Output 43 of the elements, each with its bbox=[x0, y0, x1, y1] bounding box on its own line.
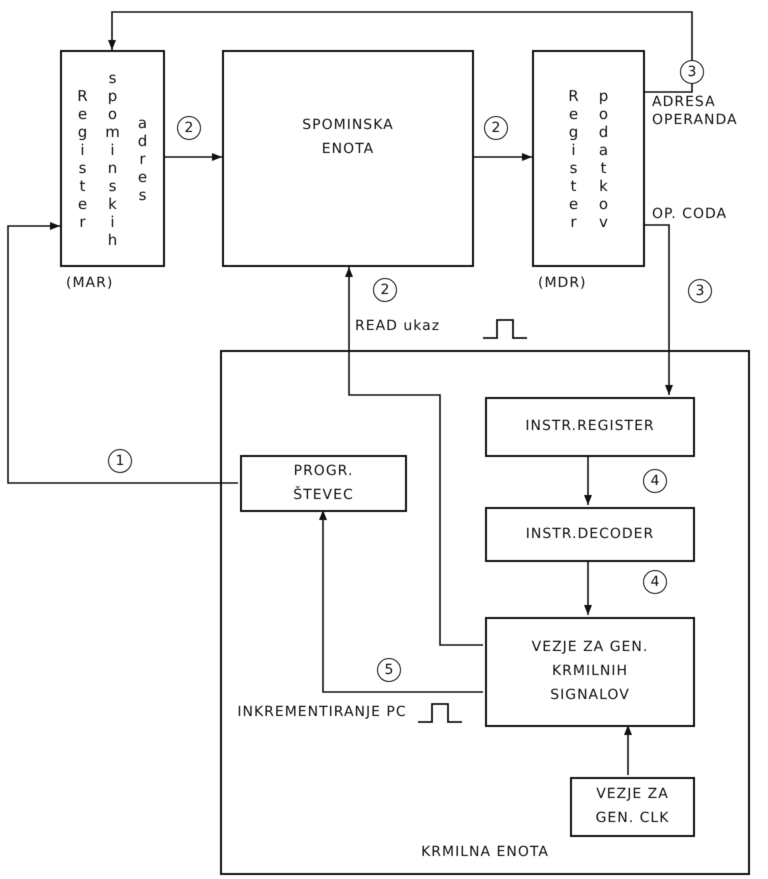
step-number: 3 bbox=[680, 60, 704, 84]
block-box bbox=[60, 50, 165, 267]
block-box bbox=[485, 507, 695, 562]
step-number: 2 bbox=[373, 278, 397, 302]
arrow bbox=[319, 510, 483, 693]
block-label: INSTR.REGISTER bbox=[525, 417, 655, 436]
block-label: KRMILNA ENOTA bbox=[421, 843, 549, 862]
signal-label: READ ukaz bbox=[355, 318, 442, 336]
arrow bbox=[108, 11, 693, 93]
signal-label: OP. CODA bbox=[652, 206, 728, 224]
arrow bbox=[624, 725, 632, 775]
arrow bbox=[165, 153, 222, 161]
block-label: Register podatkov bbox=[564, 86, 614, 232]
block-label: VEZJE ZA GEN. KRMILNIH SIGNALOV bbox=[530, 638, 650, 705]
arrow bbox=[345, 267, 483, 646]
block-label: SPOMINSKA ENOTA bbox=[301, 116, 395, 159]
register-caption: (MDR) bbox=[538, 275, 587, 292]
block-label: Register spominskih adres bbox=[72, 68, 152, 250]
step-number: 4 bbox=[643, 570, 667, 594]
signal-label: INKREMENTIRANJE PC bbox=[236, 704, 408, 722]
step-number: 5 bbox=[377, 658, 401, 682]
arrow bbox=[7, 222, 238, 484]
block-label: INSTR.DECODER bbox=[526, 524, 654, 544]
block-box bbox=[485, 397, 695, 457]
step-number: 2 bbox=[484, 116, 508, 140]
step-number: 3 bbox=[688, 279, 712, 303]
unit-frame bbox=[220, 350, 750, 875]
block-box bbox=[222, 50, 474, 267]
arrow bbox=[645, 224, 673, 395]
register-caption: (MAR) bbox=[66, 275, 114, 292]
signal-label: ADRESA OPERANDA bbox=[652, 94, 739, 129]
block-box bbox=[570, 777, 695, 837]
block-box bbox=[485, 617, 695, 727]
step-number: 4 bbox=[643, 469, 667, 493]
block-box bbox=[532, 50, 645, 267]
arrow bbox=[584, 455, 592, 505]
block-label: PROGR. ŠTEVEC bbox=[292, 462, 355, 504]
arrow bbox=[474, 153, 532, 161]
step-number: 1 bbox=[108, 449, 132, 473]
step-number: 2 bbox=[177, 116, 201, 140]
block-box bbox=[240, 455, 407, 512]
block-label: VEZJE ZA GEN. CLK bbox=[594, 785, 670, 828]
arrow bbox=[584, 560, 592, 615]
